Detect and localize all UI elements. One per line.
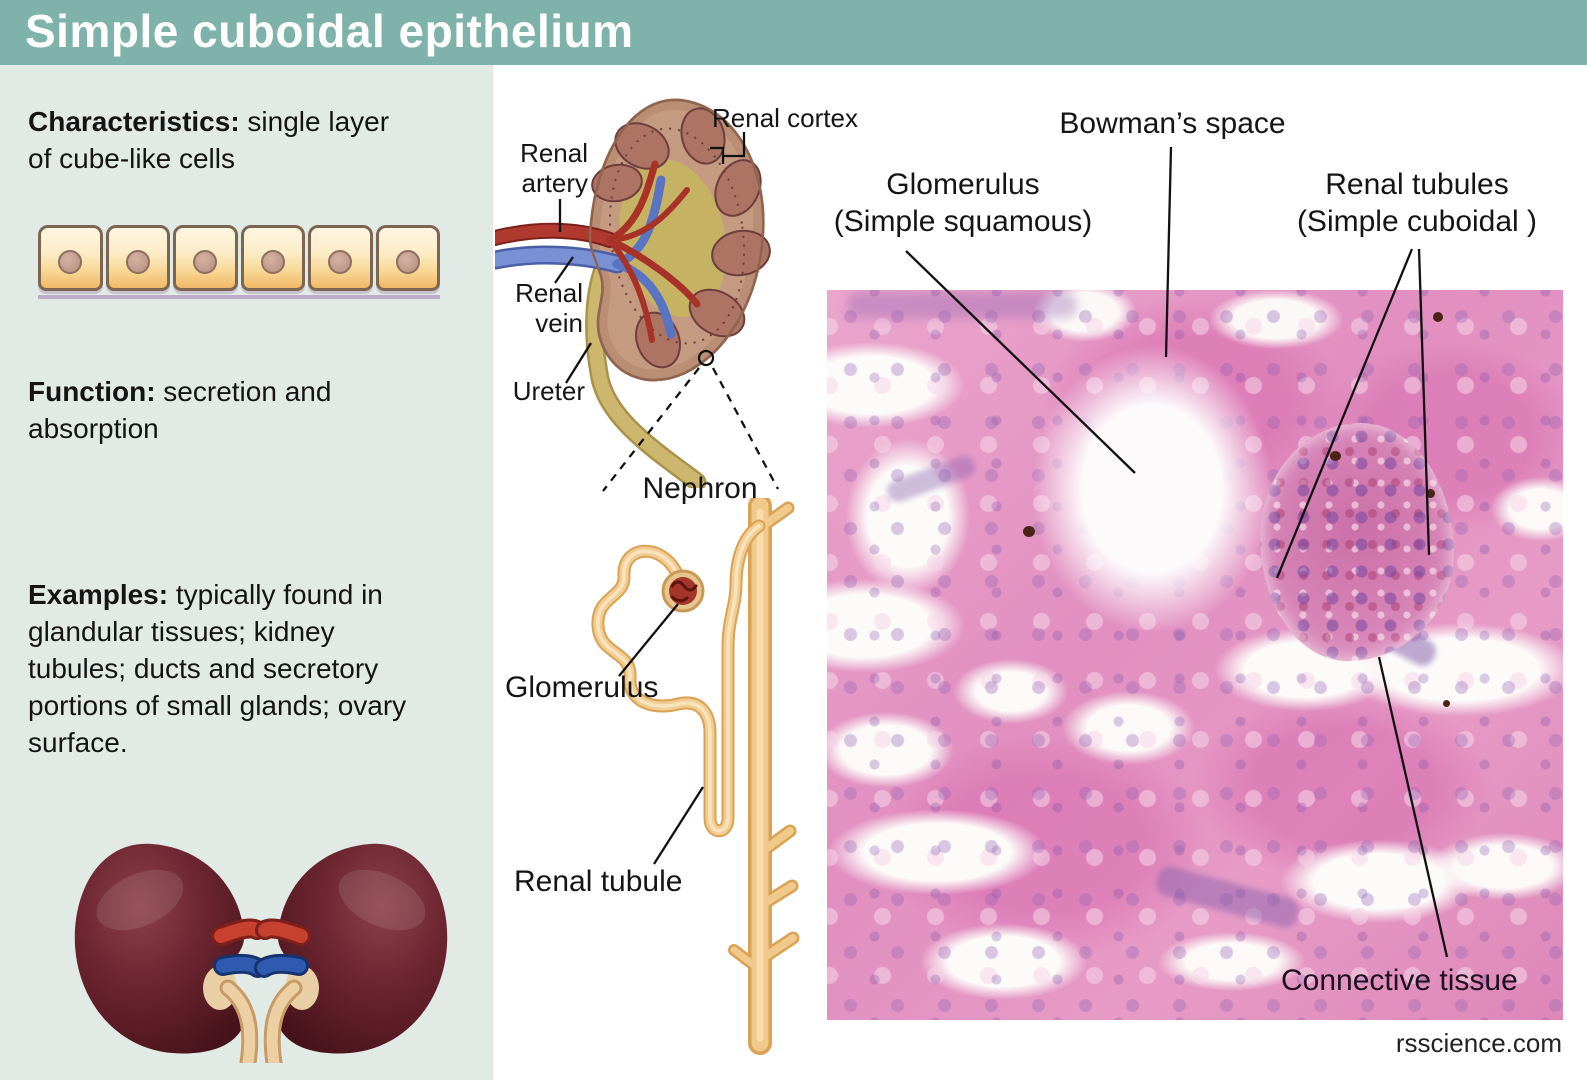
cell-nucleus bbox=[125, 250, 150, 275]
cuboidal-cell bbox=[375, 225, 440, 291]
label-ureter: Ureter bbox=[512, 376, 585, 406]
cuboidal-cell bbox=[38, 225, 103, 291]
cell-nucleus bbox=[328, 250, 353, 275]
stain-speck bbox=[1426, 489, 1435, 498]
cuboidal-cells-illustration bbox=[38, 225, 440, 299]
cell-nucleus bbox=[58, 250, 83, 275]
header-bar: Simple cuboidal epithelium bbox=[0, 0, 1587, 65]
cuboidal-cell bbox=[173, 225, 238, 291]
examples-value: typically found in glandular tissues; ki… bbox=[28, 579, 407, 758]
stain-streak bbox=[1153, 863, 1302, 931]
info-sidebar: Characteristics: single layer of cube-li… bbox=[0, 65, 493, 1080]
label-renal-cortex: Renal cortex bbox=[712, 103, 858, 133]
stain-streak bbox=[884, 452, 978, 506]
cell-nucleus bbox=[395, 250, 420, 275]
kidney-cross-section-illustration bbox=[495, 98, 771, 488]
watermark: rsscience.com bbox=[1395, 1028, 1562, 1058]
examples-label: Examples: bbox=[28, 579, 169, 610]
stain-speck bbox=[1443, 700, 1450, 707]
stain-speck bbox=[1433, 312, 1443, 322]
label-renal-artery: Renal artery bbox=[520, 138, 588, 198]
label-nephron: Nephron bbox=[642, 472, 758, 505]
stain-speck bbox=[1330, 451, 1341, 461]
label-renal-tubule: Renal tubule bbox=[514, 865, 683, 898]
glomerulus-region bbox=[1260, 423, 1454, 661]
function-value: secretion and absorption bbox=[28, 376, 332, 444]
stain-speck bbox=[1023, 526, 1035, 537]
characteristics-text: Characteristics: single layer of cube-li… bbox=[28, 103, 480, 177]
label-renal-vein: Renal vein bbox=[515, 278, 583, 338]
page-title: Simple cuboidal epithelium bbox=[25, 5, 634, 57]
characteristics-value: single layer of cube-like cells bbox=[28, 106, 390, 174]
characteristics-label: Characteristics: bbox=[28, 106, 240, 137]
bowmans-space-region bbox=[1032, 345, 1454, 661]
cuboidal-cell bbox=[105, 225, 170, 291]
histology-micrograph bbox=[827, 290, 1563, 1020]
function-label: Function: bbox=[28, 376, 156, 407]
examples-text: Examples: typically found in glandular t… bbox=[28, 576, 480, 761]
label-renal-tubules: Renal tubules (Simple cuboidal ) bbox=[1296, 168, 1538, 238]
label-glomerulus-nephron: Glomerulus bbox=[505, 671, 659, 704]
label-connective-tissue: Connective tissue bbox=[1281, 964, 1518, 997]
cuboidal-cell bbox=[240, 225, 305, 291]
basement-membrane-line bbox=[38, 295, 440, 299]
cell-nucleus bbox=[193, 250, 218, 275]
cell-nucleus bbox=[260, 250, 285, 275]
label-glomerulus-micro: Glomerulus (Simple squamous) bbox=[833, 168, 1093, 238]
function-text: Function: secretion and absorption bbox=[28, 373, 480, 447]
label-bowmans-space: Bowman’s space bbox=[1059, 107, 1286, 140]
kidneys-illustration bbox=[60, 838, 462, 1063]
cuboidal-cell bbox=[308, 225, 373, 291]
stain-streak bbox=[847, 292, 1077, 318]
nephron-illustration bbox=[591, 498, 800, 1055]
